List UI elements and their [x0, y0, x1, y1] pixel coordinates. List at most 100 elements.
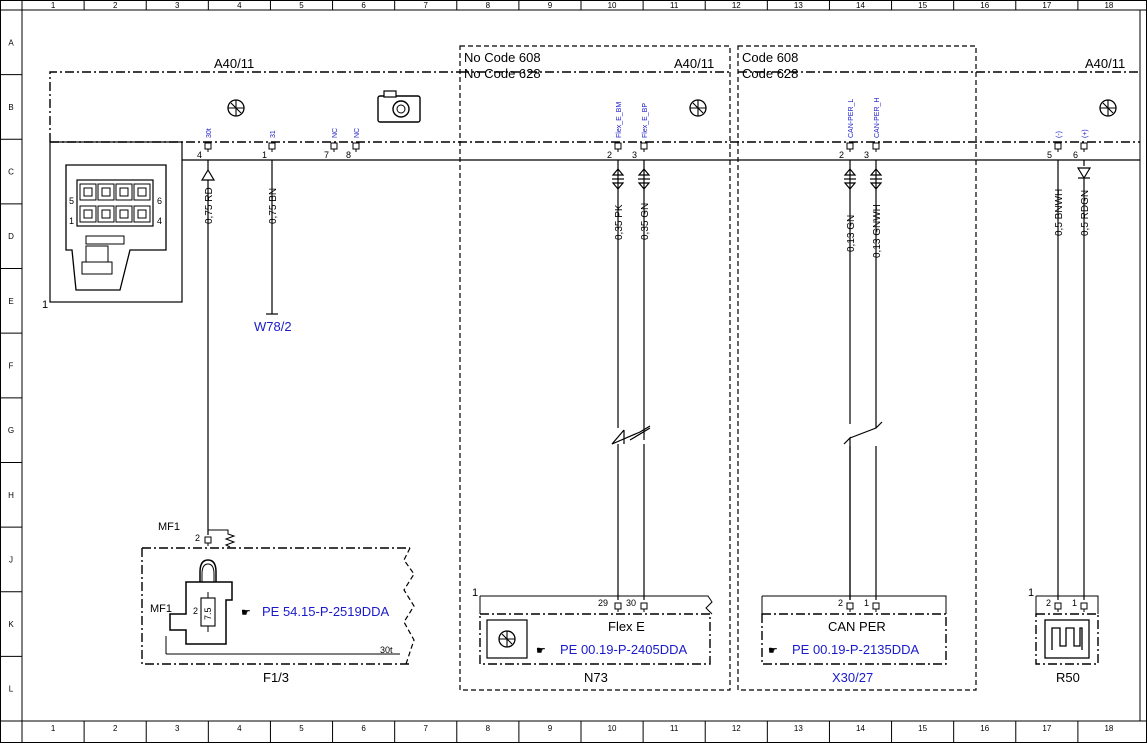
connector-pin-5: 5 [69, 196, 74, 206]
pin-can-l [846, 142, 854, 153]
column-number: 15 [918, 724, 927, 733]
mf1-pin: 2 [195, 533, 200, 543]
column-number: 10 [608, 724, 617, 733]
column-number: 3 [175, 724, 180, 733]
module-label-left: A40/11 [214, 56, 254, 71]
wire-label-rdgn: 0,5 RDGN [1080, 190, 1091, 236]
column-number: 7 [423, 724, 428, 733]
code-608-label: Code 608 [742, 50, 798, 65]
column-number: 6 [361, 1, 366, 10]
row-letter: J [9, 555, 13, 564]
signal-nc-2: NC [354, 128, 361, 138]
hand-pointer-icon: ☛ [241, 607, 251, 619]
pin-number: 7 [324, 150, 329, 160]
pin-31 [268, 142, 276, 153]
column-number: 6 [361, 724, 366, 733]
column-number: 16 [980, 724, 989, 733]
connector-pin-1: 1 [69, 216, 74, 226]
connector-number: 1 [42, 299, 48, 311]
hand-pointer-icon: ☛ [768, 645, 778, 657]
section-no-code-box [459, 45, 731, 691]
can-reference-link[interactable]: PE 00.19-P-2135DDA [792, 642, 920, 657]
column-number: 8 [486, 724, 491, 733]
pin-number: 2 [607, 150, 612, 160]
ground-icon [1099, 99, 1117, 117]
component-r50 [1035, 595, 1099, 665]
heater-icon [1051, 627, 1083, 650]
column-number: 9 [548, 724, 553, 733]
f13-pin: 2 [193, 606, 198, 616]
component-x30 [761, 595, 947, 665]
column-number: 14 [856, 724, 865, 733]
module-label-right: A40/11 [1085, 56, 1125, 71]
f13-label: F1/3 [263, 670, 289, 685]
row-letter: G [8, 426, 14, 435]
row-letter: C [8, 168, 14, 177]
signal-can-l: CAN-PER_L [848, 99, 855, 138]
row-letter: F [9, 362, 14, 371]
w78-link[interactable]: W78/2 [254, 319, 292, 334]
column-number: 3 [175, 1, 180, 10]
wire-label-can-gn: 0,13 GN [846, 215, 857, 252]
no-code-628-label: No Code 628 [464, 66, 541, 81]
hand-pointer-icon: ☛ [536, 645, 546, 657]
signal-flex-bm: Flex_E_BM [616, 102, 623, 138]
flex-e-label: Flex E [608, 619, 645, 634]
ground-icon [227, 99, 245, 117]
column-number: 1 [51, 724, 56, 733]
pin-number: 3 [864, 150, 869, 160]
pin-flex-bp [640, 142, 648, 153]
a40-left-outline [49, 71, 460, 142]
flex-reference-link[interactable]: PE 00.19-P-2405DDA [560, 642, 688, 657]
column-number: 17 [1042, 1, 1051, 10]
pin-number: 5 [1047, 150, 1052, 160]
column-number: 11 [670, 724, 679, 733]
connector-drawing [49, 141, 183, 303]
r50-pin-2: 2 [1046, 598, 1051, 608]
r50-number: 1 [1028, 587, 1034, 599]
row-letter: E [8, 297, 13, 306]
column-number: 16 [980, 1, 989, 10]
column-number: 2 [113, 724, 118, 733]
fuse-rating: 7.5 [203, 607, 213, 620]
signal-can-h: CAN-PER_H [874, 98, 881, 138]
column-number: 14 [856, 1, 865, 10]
signal-minus: (-) [1056, 131, 1063, 138]
n73-pin-29: 29 [598, 598, 608, 608]
pin-number: 6 [1073, 150, 1078, 160]
arrow-down-icon [1076, 167, 1092, 180]
no-code-608-label: No Code 608 [464, 50, 541, 65]
column-number: 8 [486, 1, 491, 10]
fuse-f13: MF1 2 2 7.5 30t MF1 [141, 521, 415, 665]
can-pin-1: 1 [864, 598, 869, 608]
column-number: 5 [299, 724, 304, 733]
pin-plus [1080, 142, 1088, 153]
pin-nc-7 [330, 142, 338, 153]
pin-number: 1 [262, 150, 267, 160]
signal-nc-1: NC [332, 128, 339, 138]
f13-reference-link[interactable]: PE 54.15-P-2519DDA [262, 604, 390, 619]
mf1-top-label: MF1 [158, 521, 180, 533]
x30-link[interactable]: X30/27 [832, 670, 873, 685]
arrow-up-icon [200, 168, 216, 181]
column-number: 5 [299, 1, 304, 10]
column-number: 13 [794, 724, 803, 733]
connector-pin-6: 6 [157, 196, 162, 206]
column-number: 11 [670, 1, 679, 10]
column-number: 12 [732, 1, 741, 10]
pin-number: 4 [197, 150, 202, 160]
code-628-label: Code 628 [742, 66, 798, 81]
pin-30t [204, 142, 212, 153]
column-number: 2 [113, 1, 118, 10]
pin-nc-8 [352, 142, 360, 153]
signal-31: 31 [270, 130, 277, 138]
pin-minus [1054, 142, 1062, 153]
ground-icon [498, 630, 516, 648]
signal-30t: 30t [206, 128, 213, 138]
row-letter: H [8, 491, 14, 500]
column-number: 12 [732, 724, 741, 733]
column-number: 17 [1042, 724, 1051, 733]
